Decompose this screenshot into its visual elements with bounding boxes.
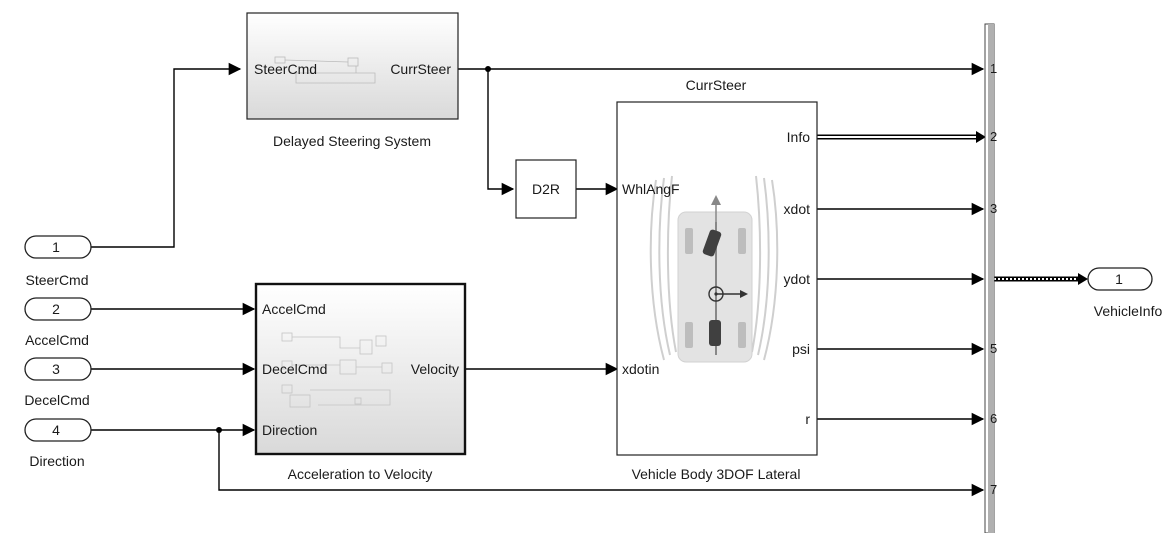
outport-vehicleinfo[interactable]: 1	[1087, 267, 1153, 291]
outport-number: 1	[1115, 271, 1123, 287]
port-label-ydot: ydot	[784, 271, 811, 287]
port-label-whlangf: WhlAngF	[622, 181, 680, 197]
bus-port-number: 1	[990, 61, 997, 76]
inport-accelcmd[interactable]: 2	[24, 297, 92, 321]
inport-direction[interactable]: 4	[24, 418, 92, 442]
port-label-xdot: xdot	[784, 201, 811, 217]
subsystem-thumbnail	[274, 56, 376, 84]
port-label-xdotin: xdotin	[622, 361, 659, 377]
wire-currsteer-branch[interactable]	[487, 69, 515, 196]
port-label-psi: psi	[792, 341, 810, 357]
port-label-direction: Direction	[262, 422, 317, 438]
port-label-velocity: Velocity	[411, 361, 459, 377]
accel-to-velocity-block[interactable]: AccelCmd DecelCmd Direction Velocity	[254, 282, 467, 456]
port-label-accelcmd: AccelCmd	[262, 301, 326, 317]
block-name: Delayed Steering System	[273, 133, 431, 149]
wire-direction-branch[interactable]	[218, 430, 985, 497]
wire-bus-out[interactable]	[994, 273, 1088, 285]
subsystem-thumbnail	[281, 332, 393, 408]
inport-number: 1	[52, 239, 60, 255]
port-label-r: r	[805, 411, 810, 427]
inport-label: AccelCmd	[25, 332, 89, 348]
inport-label: SteerCmd	[25, 272, 88, 288]
outport-label: VehicleInfo	[1094, 303, 1163, 319]
port-label-currsteer: CurrSteer	[390, 61, 451, 77]
vehicle-body-3dof-block[interactable]: WhlAngF xdotin Info xdot ydot psi r	[616, 101, 818, 456]
d2r-block[interactable]: D2R	[515, 159, 577, 219]
delayed-steering-block[interactable]: SteerCmd CurrSteer	[246, 12, 459, 120]
inport-number: 3	[52, 361, 60, 377]
bus-creator[interactable]	[984, 23, 995, 533]
d2r-label: D2R	[532, 181, 560, 197]
bus-port-number: 2	[990, 129, 997, 144]
port-label-info: Info	[787, 129, 811, 145]
port-label-steercmd: SteerCmd	[254, 61, 317, 77]
bus-port-number: 3	[990, 201, 997, 216]
bus-port-number: 7	[990, 482, 997, 497]
signal-label-currsteer: CurrSteer	[686, 77, 747, 93]
block-name: Vehicle Body 3DOF Lateral	[632, 466, 801, 482]
bus-port-number: 5	[990, 341, 997, 356]
wire-steercmd[interactable]	[91, 62, 242, 248]
branch-point	[216, 427, 222, 433]
inport-number: 2	[52, 301, 60, 317]
port-label-decelcmd: DecelCmd	[262, 361, 327, 377]
inport-label: Direction	[29, 453, 84, 469]
wire-info[interactable]	[817, 131, 986, 143]
block-name: Acceleration to Velocity	[288, 466, 433, 482]
inport-steercmd[interactable]: 1	[24, 235, 92, 259]
vehicle-icon	[649, 175, 779, 363]
bus-port-number: 6	[990, 411, 997, 426]
inport-number: 4	[52, 422, 60, 438]
inport-label: DecelCmd	[24, 392, 89, 408]
inport-decelcmd[interactable]: 3	[24, 357, 92, 381]
